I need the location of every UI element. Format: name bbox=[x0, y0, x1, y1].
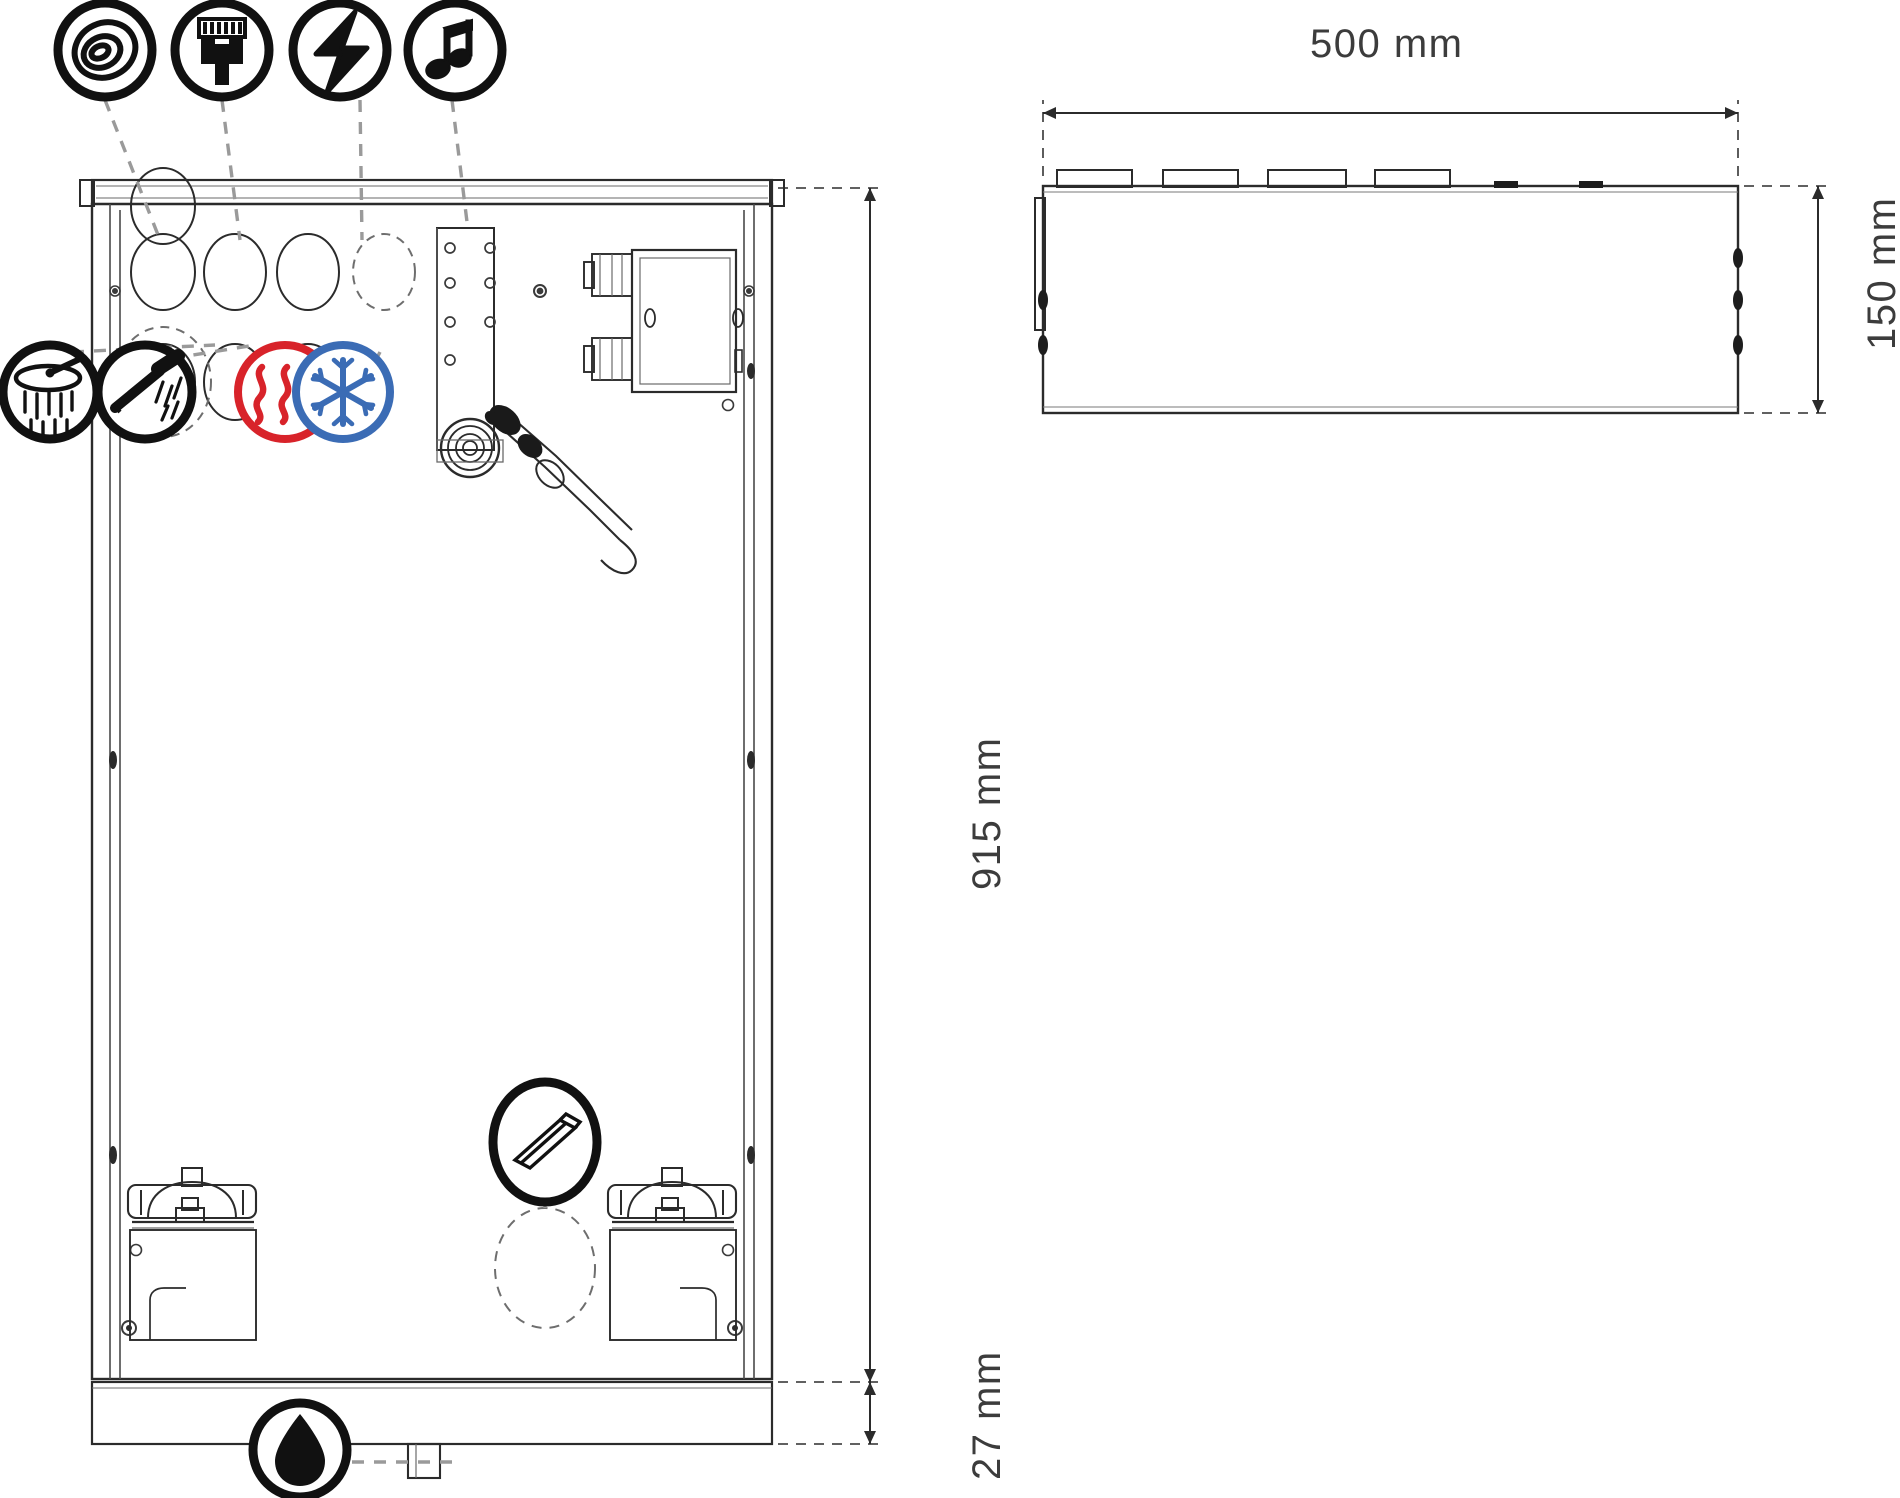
dimension-width-500 bbox=[1042, 100, 1739, 176]
leader-network bbox=[220, 99, 242, 241]
port-hole bbox=[130, 167, 196, 245]
callout-network[interactable] bbox=[170, 0, 274, 102]
control-box bbox=[630, 248, 744, 394]
port-hole bbox=[130, 233, 196, 311]
cable-gland-lower bbox=[583, 337, 633, 381]
callout-power[interactable] bbox=[288, 0, 392, 102]
leader-hand-shower bbox=[149, 343, 256, 364]
callout-overhead-shower[interactable] bbox=[0, 340, 102, 444]
plate-fixing-holes bbox=[444, 242, 496, 366]
flexible-hose-assembly bbox=[484, 404, 637, 575]
top-view-clips bbox=[1494, 181, 1603, 188]
port-hole bbox=[276, 233, 340, 311]
top-view-tabs bbox=[1056, 169, 1451, 188]
callout-light-strip[interactable] bbox=[488, 1077, 602, 1207]
enclosure-outer-frame bbox=[90, 202, 774, 1381]
frame-fasteners bbox=[109, 285, 755, 1336]
hidden-port-hole-top bbox=[352, 233, 416, 311]
hidden-knockout-circle bbox=[494, 1207, 596, 1329]
port-holes-row-1 bbox=[130, 233, 340, 311]
callout-speaker[interactable] bbox=[53, 0, 157, 102]
top-view-side-details bbox=[1038, 248, 1743, 355]
dimension-label-depth: 150 mm bbox=[1860, 196, 1900, 351]
port-hole-group-upper bbox=[130, 167, 196, 245]
top-view-group bbox=[1034, 169, 1743, 415]
port-hole bbox=[203, 233, 267, 311]
top-view-body bbox=[1041, 184, 1740, 415]
callout-hand-shower[interactable] bbox=[93, 340, 197, 444]
valve-boss bbox=[436, 417, 504, 479]
dimension-depth-150 bbox=[1744, 185, 1830, 414]
callout-water-drain[interactable] bbox=[248, 1398, 352, 1498]
callout-audio[interactable] bbox=[403, 0, 507, 102]
dimension-height-915 bbox=[778, 187, 880, 1445]
enclosure-top-rail bbox=[79, 178, 785, 207]
leader-power bbox=[358, 99, 364, 241]
mounting-bracket-left bbox=[126, 1167, 258, 1341]
dimension-label-width: 500 mm bbox=[1310, 22, 1464, 66]
cable-gland-upper bbox=[583, 253, 633, 297]
callout-cold-water[interactable] bbox=[292, 341, 394, 443]
leader-speaker bbox=[103, 99, 162, 241]
leader-audio bbox=[450, 99, 470, 231]
callout-leader-lines bbox=[71, 99, 547, 1208]
loose-fastener bbox=[533, 284, 547, 298]
internal-mounting-plate bbox=[436, 227, 495, 451]
dimension-label-height: 915 mm bbox=[965, 736, 1009, 891]
dimension-label-drain-offset: 27 mm bbox=[965, 1350, 1009, 1480]
mounting-bracket-right bbox=[606, 1167, 738, 1341]
enclosure-bottom-panel bbox=[90, 1380, 774, 1446]
enclosure-inner-flange bbox=[109, 204, 755, 1379]
top-view-left-lip bbox=[1034, 197, 1046, 331]
